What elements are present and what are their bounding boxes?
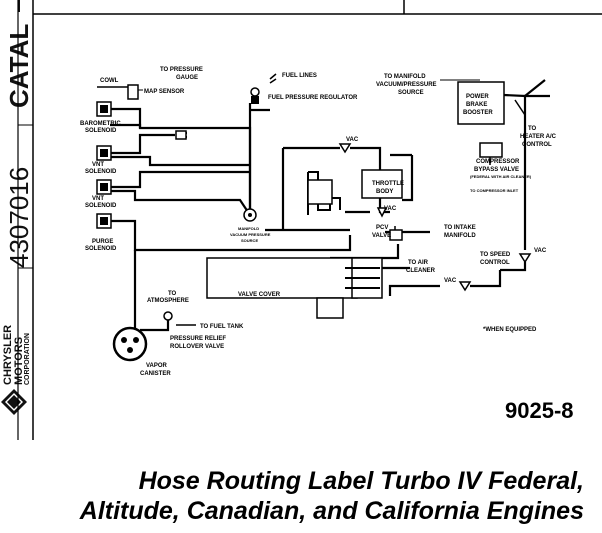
label-power: POWER xyxy=(466,94,489,100)
throttle-body xyxy=(307,169,403,215)
label-fuel-pressure-regulator: FUEL PRESSURE REGULATOR xyxy=(268,95,358,101)
label-brake: BRAKE xyxy=(466,102,487,108)
pcv-valve xyxy=(389,226,403,241)
label-vac-bottom: VAC xyxy=(444,278,457,284)
compressor-bypass-valve xyxy=(479,142,503,165)
solenoid-vnt-1 xyxy=(96,145,112,161)
label-to-heater-3: CONTROL xyxy=(522,142,552,148)
label-to-atmosphere-2: ATMOSPHERE xyxy=(147,298,189,304)
label-pressure-relief-1: PRESSURE RELIEF xyxy=(170,336,226,342)
manifold-source xyxy=(243,208,257,222)
label-to-air-1: TO AIR xyxy=(408,260,429,266)
label-to-manifold-3: SOURCE xyxy=(398,90,424,96)
label-manifold-source-3: SOURCE xyxy=(241,238,258,243)
label-to-manifold-1: TO MANIFOLD xyxy=(384,74,426,80)
label-pcv-1: PCV xyxy=(376,225,388,231)
label-compressor-2: BYPASS VALVE xyxy=(474,167,519,173)
vapor-canister xyxy=(112,311,196,362)
label-vnt1-2: SOLENOID xyxy=(85,169,117,175)
pentastar-logo-icon xyxy=(1,389,27,415)
label-map-sensor: MAP SENSOR xyxy=(144,89,185,95)
label-to-heater-1: TO xyxy=(528,126,537,132)
label-to-manifold-2: VACUUM/PRESSURE xyxy=(376,82,437,88)
label-to-speed-2: CONTROL xyxy=(480,260,510,266)
solenoid-vnt-2 xyxy=(96,179,112,195)
label-vac-top: VAC xyxy=(346,137,359,143)
sidebar-divider-1 xyxy=(18,0,20,12)
label-vac-mid: VAC xyxy=(384,206,397,212)
caption-line2: Altitude, Canadian, and California Engin… xyxy=(79,497,584,525)
caption-line1: Hose Routing Label Turbo IV Federal, xyxy=(138,467,584,495)
label-to-pressure-2: GAUGE xyxy=(176,75,198,81)
label-to-fuel-tank: TO FUEL TANK xyxy=(200,324,244,330)
label-purge-2: SOLENOID xyxy=(85,246,117,252)
label-barometric-1: BAROMETRIC xyxy=(80,121,121,127)
sidebar: CATAL 4307016 CHRYSLER MOTORS CORPORATIO… xyxy=(0,0,34,533)
label-vnt1-1: VNT xyxy=(92,162,104,168)
label-to-air-2: CLEANER xyxy=(406,268,436,274)
label-to-intake-2: MANIFOLD xyxy=(444,233,476,239)
label-fuel-lines: FUEL LINES xyxy=(282,73,317,79)
label-when-equipped: *WHEN EQUIPPED xyxy=(483,327,537,333)
label-to-speed-1: TO SPEED xyxy=(480,252,511,258)
label-vnt2-2: SOLENOID xyxy=(85,203,117,209)
power-brake-booster xyxy=(440,79,546,125)
label-to-heater-2: HEATER A/C xyxy=(520,134,557,140)
figure-code: 9025-8 xyxy=(505,398,574,423)
label-valve-cover: VALVE COVER xyxy=(238,292,281,298)
label-manifold-source-1: MANIFOLD xyxy=(238,226,259,231)
fuel-pressure-regulator xyxy=(250,73,277,104)
label-barometric-2: SOLENOID xyxy=(85,128,117,134)
label-vac-right: VAC xyxy=(534,248,547,254)
label-throttle-2: BODY xyxy=(376,189,393,195)
label-purge-1: PURGE xyxy=(92,239,113,245)
label-throttle-1: THROTTLE xyxy=(372,181,404,187)
label-to-pressure-1: TO PRESSURE xyxy=(160,67,203,73)
label-booster: BOOSTER xyxy=(463,110,493,116)
label-compressor-1: COMPRESSOR xyxy=(476,159,520,165)
label-vnt2-1: VNT xyxy=(92,196,104,202)
solenoid-hoses xyxy=(110,93,352,330)
label-pressure-relief-2: ROLLOVER VALVE xyxy=(170,344,224,350)
map-sensor xyxy=(97,84,143,100)
label-vapor-1: VAPOR xyxy=(146,363,168,369)
label-to-atmosphere-1: TO xyxy=(168,291,177,297)
label-vapor-2: CANISTER xyxy=(140,371,171,377)
solenoid-purge xyxy=(96,213,112,229)
label-manifold-source-2: VACUUM PRESSURE xyxy=(230,232,271,237)
valve-cover xyxy=(206,257,383,319)
label-to-intake-1: TO INTAKE xyxy=(444,225,476,231)
label-to-compressor-inlet: TO COMPRESSOR INLET xyxy=(470,188,519,193)
label-cowl: COWL xyxy=(100,78,119,84)
solenoid-barometric xyxy=(96,101,112,117)
label-pcv-2: VALVE xyxy=(372,233,391,239)
label-compressor-3: (FEDERAL WITH AIR CLEANER) xyxy=(470,174,532,179)
